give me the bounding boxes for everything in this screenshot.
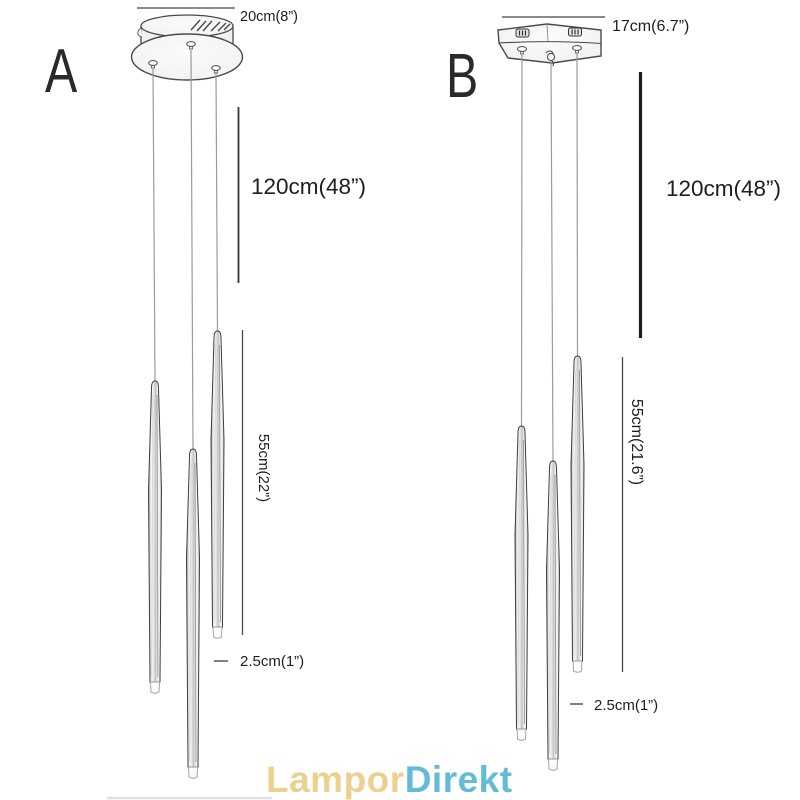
- wire: [576, 52, 579, 358]
- cone-pendant: [185, 448, 201, 779]
- canopy-a-bottom-disc: [130, 33, 244, 81]
- cone-tip-diffuser: [516, 728, 527, 741]
- wire: [190, 49, 194, 451]
- canopy-b-width-dimension-label: 17cm(6.7”): [612, 18, 689, 35]
- fixture-b-wires: [520, 52, 579, 463]
- wire: [550, 61, 554, 463]
- canopy-b-edge-line: [498, 41, 602, 45]
- canopy-a-vent-hatch: [190, 19, 231, 32]
- cable-drop-dimension-label-a: 120cm(48”): [251, 174, 366, 199]
- canopy-b-center-screw: [545, 50, 556, 67]
- fixture-a-cone-pendants: [147, 330, 225, 779]
- tip-diameter-dimension-label-a: 2.5cm(1”): [240, 653, 304, 670]
- canopy-a-side-notch: [137, 27, 143, 38]
- fixture-b: B 17cm(6.7”): [446, 16, 781, 771]
- cable-drop-dimension-label-b: 120cm(48”): [666, 176, 781, 201]
- pendant-length-dimension-label-b: 55cm(21.6”): [628, 399, 645, 485]
- wire: [152, 67, 156, 383]
- cone-pendant: [514, 425, 529, 741]
- fixture-a-label: A: [45, 36, 77, 105]
- cone-pendant: [210, 330, 225, 639]
- fixture-a: A 20cm(8”): [45, 7, 366, 779]
- cone-tip-diffuser: [572, 660, 583, 673]
- fixture-b-cone-pendants: [514, 355, 585, 771]
- fixture-b-label: B: [446, 41, 478, 110]
- cone-tip-diffuser: [150, 681, 160, 694]
- wire: [520, 53, 523, 428]
- watermark: LamporDirekt: [107, 759, 513, 800]
- cone-tip-diffuser: [212, 626, 223, 639]
- tip-diameter-dimension-label-b: 2.5cm(1”): [594, 697, 658, 714]
- cone-pendant: [570, 355, 585, 673]
- canopy-a-cable-bolts: [148, 41, 221, 74]
- brand-watermark-part1: Lampor: [266, 759, 405, 800]
- canopy-b-cable-bolts: [516, 45, 583, 55]
- cone-pendant: [147, 380, 163, 694]
- canopy-a-width-dimension-label: 20cm(8”): [240, 9, 298, 25]
- cone-tip-diffuser: [548, 758, 558, 771]
- canopy-b-vent-slots: [515, 27, 582, 38]
- pendant-length-dimension-label-a: 55cm(22”): [255, 434, 272, 502]
- wire: [215, 71, 219, 333]
- fixture-a-wires: [152, 49, 219, 451]
- brand-watermark: LamporDirekt: [266, 759, 513, 800]
- canopy-b-square: [497, 23, 602, 67]
- canopy-a-round: [130, 14, 244, 81]
- cone-tip-diffuser: [188, 766, 198, 779]
- brand-watermark-part2: Direkt: [405, 759, 513, 800]
- canopy-b-corner-edge: [546, 23, 549, 42]
- cone-pendant: [545, 460, 561, 771]
